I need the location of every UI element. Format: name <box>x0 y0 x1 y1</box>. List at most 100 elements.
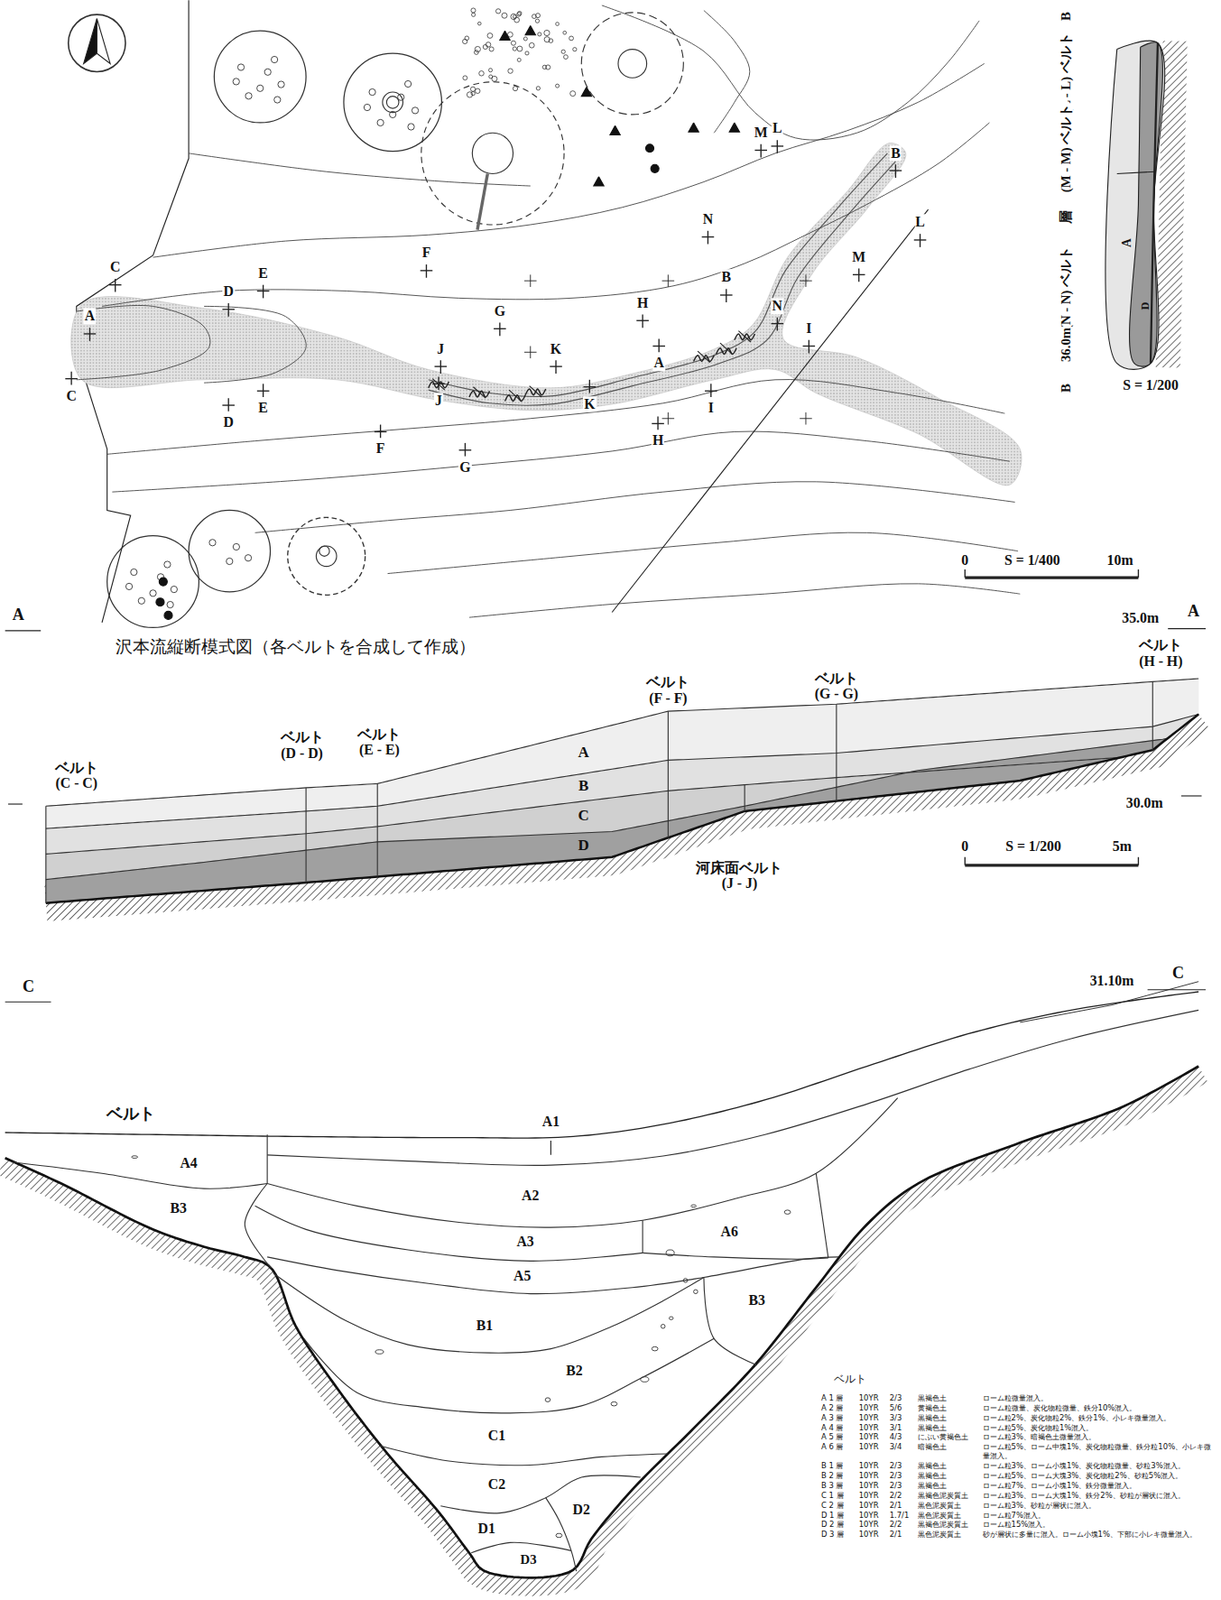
pebble <box>375 1350 384 1355</box>
belt-line <box>305 787 307 883</box>
layer-label: A2 <box>520 1187 540 1203</box>
section-tick <box>222 308 235 310</box>
section-mark: I <box>707 399 715 416</box>
table-cell: A 2 層 <box>821 1403 844 1413</box>
contour-line <box>76 305 211 380</box>
section-mark: D <box>222 284 234 300</box>
table-cell: 10YR <box>859 1470 879 1480</box>
level-label: 35.0m <box>1120 610 1160 626</box>
scale-text: S = 1/200 <box>1004 838 1063 854</box>
table-cell: 黒色泥炭質土 <box>917 1510 962 1520</box>
contour-line <box>203 305 306 383</box>
table-cell: 10YR <box>859 1529 879 1539</box>
find-dot <box>156 598 165 607</box>
scale-text: 0 <box>960 838 970 854</box>
table-heading: ベルト <box>832 1372 868 1386</box>
section-mark: B <box>889 145 902 161</box>
table-cell: 黒褐色土 <box>917 1423 947 1433</box>
pebble <box>640 1377 649 1383</box>
section-end-line <box>5 1001 52 1003</box>
table-cell: ローム粒3%、ローム小塊1%、炭化物粒微量、砂粒3%混入。 <box>982 1461 1216 1471</box>
contour-line <box>188 153 531 186</box>
section-mark: A <box>83 308 96 324</box>
layer-boundary <box>12 1162 269 1189</box>
level-label: A <box>11 606 26 625</box>
stone-scatter <box>561 49 565 54</box>
contour-line <box>107 379 1006 455</box>
stone-scatter <box>535 18 539 23</box>
belt-label: ベルト (E - E) <box>354 725 406 758</box>
contour-line <box>601 5 980 140</box>
stone-scatter <box>495 9 500 14</box>
section-tick <box>652 345 666 347</box>
post-hole <box>315 545 337 567</box>
post-hole <box>226 557 233 565</box>
section-tick <box>434 365 448 367</box>
section-mark: E <box>257 399 269 416</box>
belt-line <box>835 703 837 801</box>
scale-text: 10m <box>1106 552 1135 568</box>
layer-boundary <box>267 1098 898 1229</box>
table-cell: 黒褐色泥炭質土 <box>917 1490 969 1500</box>
section-tick <box>889 169 903 171</box>
section-tick <box>549 365 563 367</box>
section-mark: M <box>851 249 867 265</box>
belt-label: ベルト (D - D) <box>277 729 328 761</box>
section-tick <box>109 284 122 286</box>
belt-label: A <box>1120 238 1135 248</box>
table-cell: 黒色泥炭質土 <box>917 1500 962 1510</box>
table-cell: 5/6 <box>889 1403 903 1413</box>
section-tick <box>771 323 785 324</box>
stone-scatter <box>487 33 493 39</box>
pebble <box>610 1401 618 1406</box>
belt-label: S = 1/200 <box>1121 378 1180 394</box>
section-tick <box>64 378 78 380</box>
wooden-artifact <box>720 342 733 354</box>
post-hole <box>264 68 271 75</box>
pebble <box>784 1210 791 1215</box>
stone-scatter <box>470 86 475 92</box>
pebble <box>131 1156 139 1159</box>
stone-scatter <box>570 91 576 97</box>
pebble <box>668 1316 674 1320</box>
pebble <box>555 1533 563 1538</box>
table-cell: 黒褐色土 <box>917 1461 947 1471</box>
pit-outline <box>287 517 366 595</box>
post-hole <box>363 103 370 111</box>
table-cell: 2/3 <box>889 1470 903 1480</box>
grid-cross <box>667 274 669 287</box>
section-label: ベルト <box>105 1106 157 1125</box>
section-tick <box>83 333 97 334</box>
post-hole <box>382 92 404 113</box>
layer-label: B3 <box>747 1292 766 1308</box>
table-cell: 2/3 <box>889 1393 903 1403</box>
belt-label: 層 <box>1058 208 1073 224</box>
post-hole <box>149 590 157 597</box>
post-hole <box>170 585 177 592</box>
stone-scatter <box>489 46 494 52</box>
post-hole <box>257 84 264 92</box>
table-cell: 黄褐色土 <box>917 1403 947 1413</box>
belt-label: (N - N) ベルト <box>1058 245 1073 331</box>
belt-label: ベルト (F - F) <box>642 674 694 706</box>
level-tick <box>8 803 23 805</box>
section-mark: E <box>257 265 269 281</box>
grid-cross <box>804 274 806 287</box>
section-tick <box>702 236 715 238</box>
stone-scatter <box>512 86 518 92</box>
section-tick <box>771 145 785 147</box>
belt-label: 36.0m <box>1058 326 1073 363</box>
contour-line <box>153 63 985 258</box>
pit-outline <box>421 82 565 225</box>
layer-label: A4 <box>178 1155 198 1171</box>
post-hole <box>369 88 376 95</box>
post-hole <box>271 55 278 63</box>
table-cell: A 5 層 <box>821 1432 844 1442</box>
table-cell: 10YR <box>859 1510 879 1520</box>
section-tick <box>257 390 270 392</box>
belt-label: B <box>1058 10 1073 22</box>
pebble <box>545 1397 551 1403</box>
wooden-artifact <box>738 331 751 343</box>
scale-bar <box>1137 569 1139 578</box>
find-triangle <box>581 86 592 96</box>
